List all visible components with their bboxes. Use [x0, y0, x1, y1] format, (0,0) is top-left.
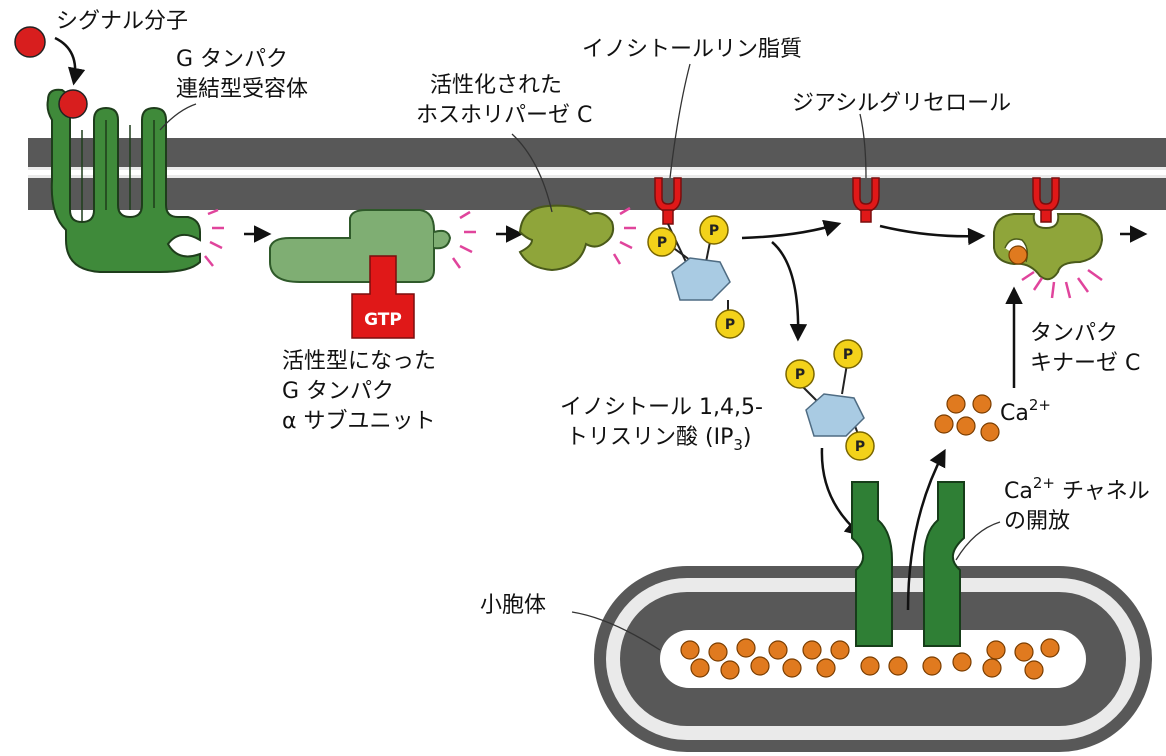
calcium-ion-label: Ca2+: [1000, 396, 1051, 426]
plc-activation-marks: [612, 206, 636, 265]
phosphate-label: P: [709, 223, 719, 239]
released-calcium-ions: [934, 394, 1000, 442]
phosphate-label: P: [843, 347, 853, 363]
er-label: 小胞体: [480, 593, 546, 618]
phosphate-label: P: [855, 439, 865, 455]
plasma-membrane: [28, 138, 1166, 210]
channel-label-line1: Ca2+ チャネル: [1004, 474, 1150, 504]
dag-label: ジアシルグリセロール: [792, 91, 1011, 116]
plc-label-line1: 活性化された: [430, 73, 562, 98]
arrow-dag-to-pkc: [879, 224, 986, 246]
receptor-label-line2: 連結型受容体: [176, 77, 308, 102]
receptor-activation-marks: [204, 208, 224, 267]
calcium-channel: [851, 481, 965, 647]
diacylglycerol: [852, 177, 880, 223]
phospholipase-c: [518, 204, 615, 272]
inositol-ring: [805, 393, 865, 437]
pkc-label-line2: キナーゼ C: [1030, 351, 1140, 376]
er-calcium-pool: [680, 638, 1060, 680]
inositol-ring: [671, 257, 731, 301]
pkc-activation-marks: [1021, 268, 1103, 299]
g-protein-alpha-subunit: [269, 209, 452, 283]
ip3-label-line1: イノシトール 1,4,5-: [560, 395, 763, 420]
channel-end: チャネル: [1055, 479, 1150, 504]
ca-sup: 2+: [1029, 396, 1051, 414]
ip3-molecule: P P P: [785, 339, 875, 461]
receptor-label-line1: G タンパク: [176, 47, 288, 72]
channel-label-line2: の開放: [1004, 509, 1070, 534]
arrow-pip2-to-ip3: [771, 241, 808, 342]
arrow-calcium-release: [906, 448, 946, 611]
phosphate-label: P: [725, 317, 735, 333]
signal-molecule-label: シグナル分子: [56, 9, 188, 34]
protein-kinase-c: [993, 177, 1104, 281]
gtp-molecule: GTP: [351, 255, 415, 339]
leader-lines: [159, 63, 1001, 651]
ca-main: Ca: [1000, 401, 1029, 426]
signal-arrow: [54, 36, 86, 86]
arrow-pip2-to-dag: [741, 219, 842, 240]
ip3-label-line2: トリスリン酸 (IP3): [566, 425, 751, 454]
phosphate-label: P: [657, 235, 667, 251]
galpha-label-line3: α サブユニット: [282, 409, 436, 434]
ip3-label-main: トリスリン酸 (IP: [566, 425, 733, 450]
signal-molecule-free: [14, 26, 46, 58]
pkc-label-line1: タンパク: [1030, 321, 1118, 346]
channel-ca-main: Ca: [1004, 479, 1033, 504]
ip3-label-sub: 3: [733, 436, 743, 454]
signal-molecule-bound: [58, 89, 88, 119]
ip3-label-end: ): [743, 425, 752, 450]
galpha-label-line1: 活性型になった: [282, 349, 436, 374]
g-protein-coupled-receptor: [46, 88, 201, 273]
inositol-phospholipid: P P P: [647, 177, 745, 339]
plc-label-line2: ホスホリパーゼ C: [416, 103, 592, 128]
phosphate-label: P: [795, 367, 805, 383]
galpha-activation-marks: [451, 210, 476, 269]
channel-ca-sup: 2+: [1033, 474, 1055, 492]
gtp-label: GTP: [364, 310, 402, 330]
galpha-label-line2: G タンパク: [282, 379, 394, 404]
inositol-lipid-label: イノシトールリン脂質: [582, 37, 802, 62]
